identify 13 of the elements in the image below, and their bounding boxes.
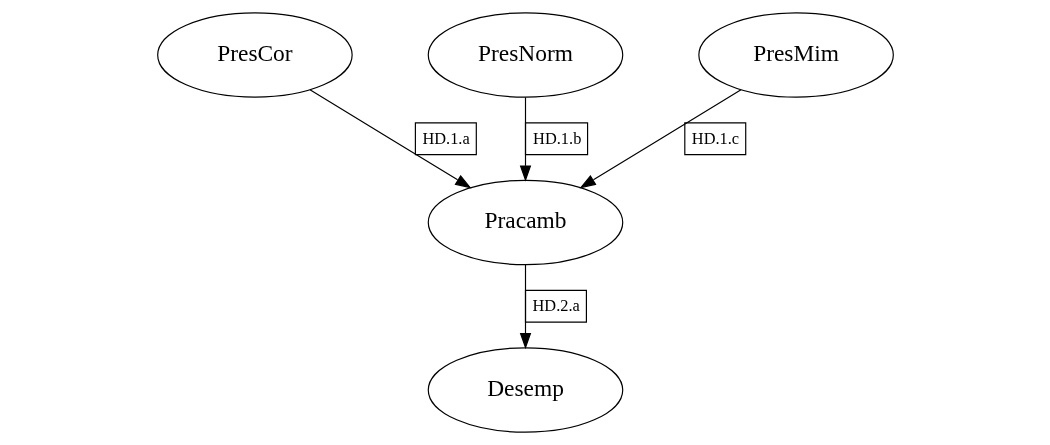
node-ellipse: PresMim: [697, 12, 894, 98]
node-ellipse: Desemp: [427, 347, 623, 433]
arrow: [578, 89, 742, 189]
arrow: [308, 89, 472, 189]
edge-label: HD.1.a: [421, 128, 470, 148]
edge-label: HD.1.c: [691, 128, 739, 148]
node-ellipse: PresCor: [156, 12, 353, 98]
node-ellipse: PresNorm: [427, 12, 623, 98]
edge-label: HD.2.a: [532, 296, 580, 316]
node-ellipse: Pracamb: [427, 179, 623, 266]
arrow: [519, 96, 531, 182]
edge-label: HD.1.b: [532, 128, 581, 148]
arrow: [519, 264, 531, 350]
